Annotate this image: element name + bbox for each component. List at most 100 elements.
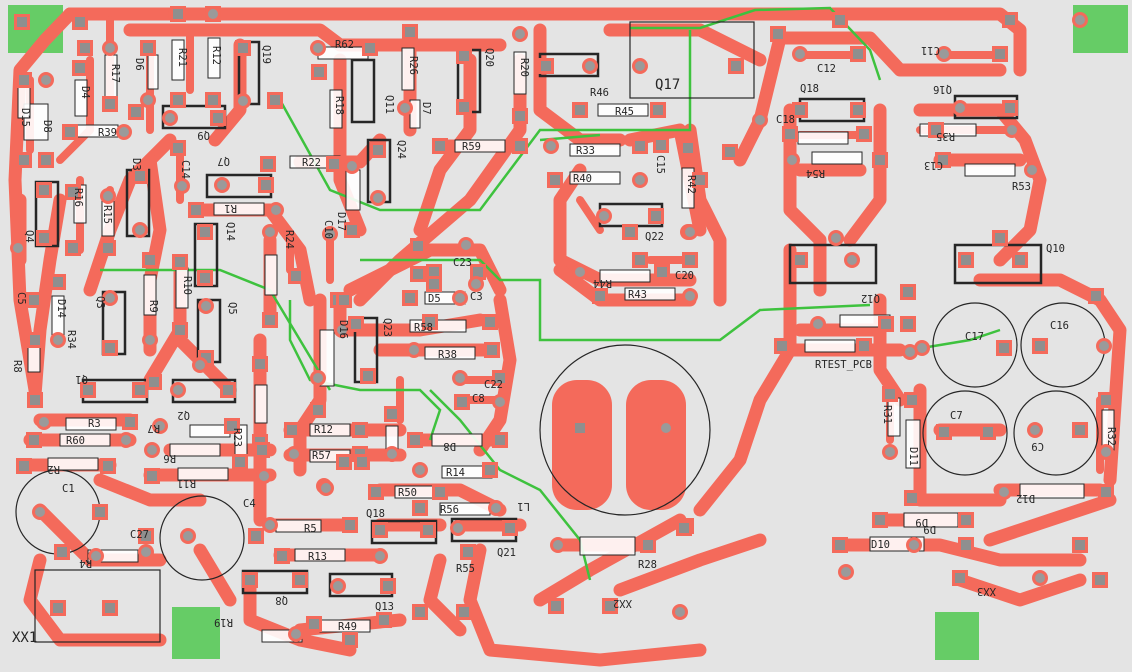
- component-label-r50: R50: [398, 487, 417, 499]
- component-label-r3: R3: [88, 418, 101, 430]
- pad: [88, 548, 104, 564]
- pad: [80, 382, 96, 398]
- component-label-r60: R60: [66, 435, 85, 447]
- component-label-q18: Q18: [800, 83, 819, 95]
- pad: [952, 570, 968, 586]
- pad: [16, 458, 32, 474]
- pad: [1027, 422, 1043, 438]
- pad: [882, 444, 898, 460]
- component-label-c18: C18: [776, 114, 795, 126]
- pad: [235, 93, 251, 109]
- pad: [1088, 288, 1104, 304]
- pad: [14, 14, 30, 30]
- pad: [1032, 570, 1048, 586]
- pad: [50, 274, 66, 290]
- pad: [512, 26, 528, 42]
- pad: [420, 522, 436, 538]
- pad: [102, 340, 118, 356]
- component-label-r35: R35: [936, 130, 955, 142]
- pad: [592, 288, 608, 304]
- component-label-r6: R6: [163, 452, 176, 464]
- component-label-q9: Q9: [197, 129, 210, 141]
- component-label-r59: R59: [462, 141, 481, 153]
- pad: [310, 370, 326, 386]
- pad: [267, 92, 283, 108]
- component-label-r58: R58: [414, 322, 433, 334]
- pad: [65, 184, 81, 200]
- pad: [958, 252, 974, 268]
- component-label-r24: R24: [283, 230, 295, 249]
- component-label-r23: R23: [231, 428, 243, 447]
- pad: [128, 104, 144, 120]
- pad: [402, 24, 418, 40]
- component-label-d8: D8: [443, 440, 456, 452]
- component-label-c15: C15: [654, 155, 666, 174]
- component-label-r11: R11: [177, 477, 196, 489]
- pad: [172, 254, 188, 270]
- component-label-r17: R17: [109, 64, 121, 83]
- pad: [458, 237, 474, 253]
- component-label-c17: C17: [965, 331, 984, 343]
- pad: [38, 152, 54, 168]
- pad: [26, 292, 42, 308]
- component-label-q7: Q7: [217, 155, 230, 167]
- pad: [512, 108, 528, 124]
- pad: [252, 356, 268, 372]
- component-label-c4: C4: [243, 498, 256, 510]
- pad: [122, 414, 138, 430]
- pad: [488, 500, 504, 516]
- pad: [100, 188, 116, 204]
- pad: [828, 230, 844, 246]
- pad: [306, 616, 322, 632]
- component-label-r54: R54: [806, 167, 825, 179]
- pad: [456, 48, 472, 64]
- pad: [792, 252, 808, 268]
- component-label-d8: D8: [41, 120, 53, 133]
- pad: [882, 386, 898, 402]
- pad: [192, 357, 208, 373]
- component-label-d4: D4: [79, 86, 91, 99]
- pad: [260, 156, 276, 172]
- pad: [904, 490, 920, 506]
- component-label-r13: R13: [308, 551, 327, 563]
- pad: [368, 484, 384, 500]
- pad: [460, 544, 476, 560]
- pad: [258, 177, 274, 193]
- pad: [1072, 12, 1088, 28]
- pad: [32, 504, 48, 520]
- component-label-q13: Q13: [375, 601, 394, 613]
- component-label-r7: R7: [147, 422, 160, 434]
- pad: [372, 522, 388, 538]
- pad: [132, 222, 148, 238]
- pad: [547, 172, 563, 188]
- component-label-r45: R45: [615, 106, 634, 118]
- component-label-r10: R10: [181, 276, 193, 295]
- pad: [406, 342, 422, 358]
- pad: [254, 442, 270, 458]
- pad: [856, 338, 872, 354]
- pad: [900, 284, 916, 300]
- pad: [16, 152, 32, 168]
- pad: [286, 446, 302, 462]
- pad: [370, 190, 386, 206]
- pad: [1002, 100, 1018, 116]
- component-label-d14: D14: [55, 299, 67, 318]
- pad: [502, 520, 518, 536]
- pad: [1024, 162, 1040, 178]
- pad: [1092, 572, 1108, 588]
- pad: [832, 12, 848, 28]
- pad: [632, 172, 648, 188]
- pad: [784, 152, 800, 168]
- relay-q17-outline: [629, 21, 755, 99]
- pad: [224, 418, 240, 434]
- fiducial-bottom-right: [935, 612, 979, 660]
- pad: [102, 600, 118, 616]
- component-label-c20: C20: [675, 270, 694, 282]
- pad: [492, 370, 508, 386]
- component-label-r18: R18: [333, 96, 345, 115]
- pad: [197, 270, 213, 286]
- component-label-r21: R21: [176, 48, 188, 67]
- pad: [384, 446, 400, 462]
- pad: [952, 100, 968, 116]
- pads: [10, 6, 1114, 648]
